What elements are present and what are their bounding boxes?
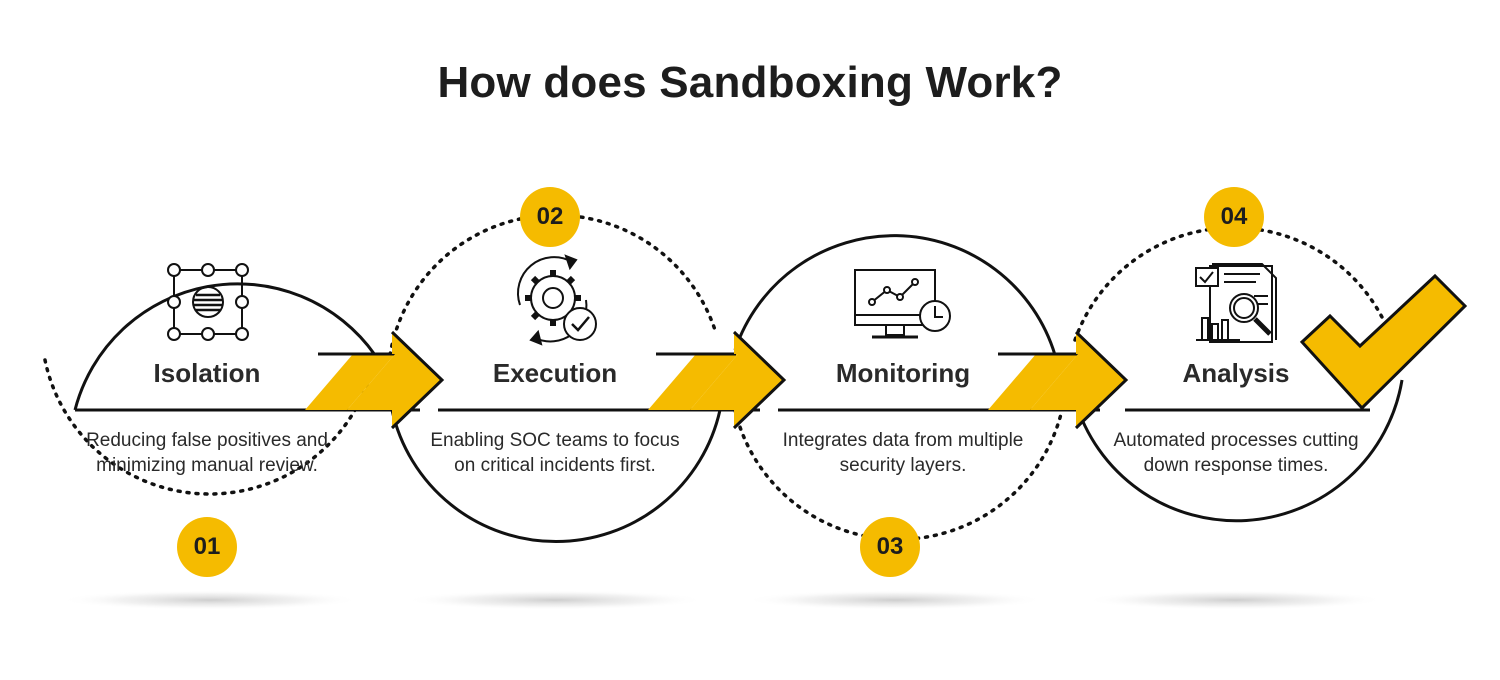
step-3-title: Monitoring [835, 358, 971, 388]
shadow-1 [60, 590, 360, 610]
step-2-number-badge: 02 [520, 187, 580, 247]
step-2-circle [388, 213, 722, 543]
step-1-number: 01 [193, 533, 221, 560]
step-3-number: 03 [876, 533, 904, 560]
step-2-description: Enabling SOC teams to focus on critical … [430, 430, 680, 476]
step-3-description: Integrates data from multiple security l… [782, 430, 1024, 476]
step-1-title: Isolation [153, 358, 261, 388]
checkmark-icon [1299, 273, 1468, 411]
shadow-3 [745, 590, 1045, 610]
arrow-3 [998, 330, 1129, 430]
step-2-number: 02 [536, 203, 564, 230]
monitor-chart-clock-icon [854, 269, 951, 339]
step-4-title: Analysis [1182, 358, 1290, 388]
arrow-1 [318, 330, 445, 430]
shadow-4 [1085, 590, 1385, 610]
arrow-2 [656, 330, 787, 430]
step-1-description: Reducing false positives and minimizing … [86, 430, 328, 476]
step-4-number: 04 [1220, 203, 1248, 230]
step-1-number-badge: 01 [177, 517, 237, 577]
step-2-title: Execution [492, 358, 618, 388]
step-4-number-badge: 04 [1204, 187, 1264, 247]
isolation-grid-icon [167, 263, 249, 341]
step-4-description: Automated processes cutting down respons… [1113, 430, 1359, 476]
report-magnifier-icon [1195, 263, 1277, 343]
yellow-stripes [305, 354, 1078, 410]
step-3-number-badge: 03 [860, 517, 920, 577]
shadow-2 [405, 590, 705, 610]
gear-check-icon [517, 254, 597, 346]
page-title: How does Sandboxing Work? [437, 58, 1063, 107]
